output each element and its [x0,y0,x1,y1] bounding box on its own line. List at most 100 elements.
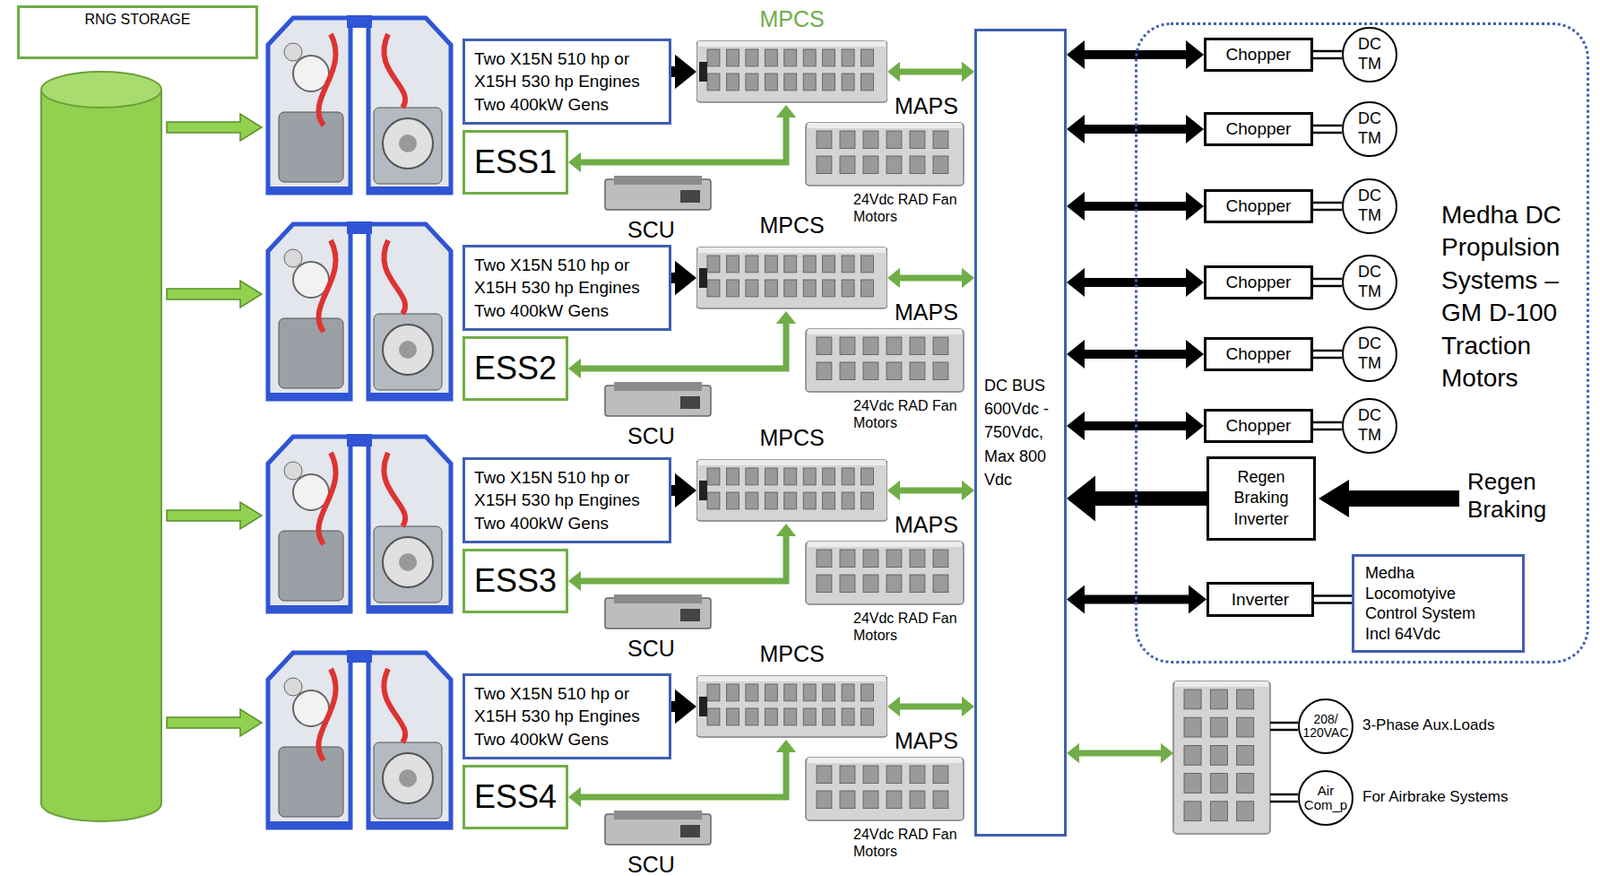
connector [1313,125,1342,133]
enclosure-cap [346,15,372,28]
device-module [1210,717,1228,737]
enclosure-foot [368,392,451,400]
power-arrow [899,275,962,282]
bus-arrow [671,66,675,78]
node-text: DC BUS 600Vdc - 750Vdc, Max 800 Vdc [984,373,1057,491]
device-top [807,122,962,129]
device-module [1210,689,1228,710]
device-module [726,49,739,67]
device-module [861,708,874,726]
double-wire [1313,349,1342,353]
node-text: ESS2 [474,349,557,388]
device-module [863,574,879,593]
device-module [1210,744,1228,765]
cylinder-side [160,89,163,804]
enclosure-foot [268,392,351,400]
hose [318,240,336,332]
device-module [803,708,816,726]
mpcs-unit: MPCS [696,38,888,105]
node-text: Chopper [1226,344,1292,364]
double-wire [1313,50,1342,53]
engine-box: Two X15N 510 hp or X15H 530 hp Engines T… [462,673,672,760]
scu-device [605,381,711,416]
device-module [841,279,855,297]
node-text: 208/ 120VAC [1300,712,1351,741]
device-module [1236,689,1255,710]
device-module [841,708,855,726]
generator-block [373,742,442,819]
cylinder-body [41,89,162,804]
device-module [863,362,879,381]
device-module [1184,689,1202,710]
rad-fan-device [805,757,964,821]
generator-block [373,313,442,390]
device-module [764,683,778,701]
device-module [841,255,855,273]
enclosure-foot [368,186,451,194]
enclosure-panel [368,436,451,612]
device-module [803,683,816,701]
node-text: ESS1 [474,143,557,182]
device-module [863,790,879,809]
device-module [822,683,836,701]
load-circle: 208/ 120VAC [1297,698,1354,754]
regen-input-arrow [1318,479,1460,518]
enclosure-panel [268,436,351,612]
device-module [861,683,874,701]
connector [671,490,675,492]
connector [899,277,962,279]
engine-box: Two X15N 510 hp or X15H 530 hp Engines T… [462,457,672,544]
part-label: 24Vdc RAD Fan Motors [853,609,963,644]
generator-block [373,107,442,184]
enclosure-panel [268,652,351,828]
double-wire [1313,57,1342,61]
mpcs-unit: MPCS [696,673,888,740]
node-text: Chopper [1226,119,1292,139]
device-module [909,574,926,593]
node-text: Two X15N 510 hp or X15H 530 hp Engines T… [474,682,660,752]
device-module [816,790,832,809]
device-module [861,279,874,297]
device-module [1210,773,1228,794]
connector [1313,51,1342,59]
device-module [726,279,739,297]
double-wire [1313,356,1342,360]
device-module [726,73,739,91]
mpcs-drawing [696,41,888,103]
device-module [909,155,926,174]
device-module [816,765,832,784]
hose [318,668,336,761]
connector [1313,350,1342,358]
connector [1313,422,1342,430]
device-module [707,467,720,485]
device-module [822,73,836,91]
storage-label-box: RNG STORAGE [17,5,259,60]
device-top [698,41,886,47]
inverter-box: Inverter [1206,581,1315,617]
generator-face [382,752,433,804]
device-module [784,279,797,297]
device-module [886,549,902,568]
node-text: Two X15N 510 hp or X15H 530 hp Engines T… [474,253,660,323]
device-module [822,708,836,726]
power-arrow [899,69,962,76]
aux-load-wire [1270,722,1298,730]
generator-block [373,526,442,603]
device-module [861,492,874,510]
device-module [841,73,855,91]
device-module [933,155,949,174]
part-label: SCU [627,850,675,876]
chopper-box: Chopper [1203,408,1314,443]
part-label: 24Vdc RAD Fan Motors [853,397,963,432]
double-wire [1314,601,1352,605]
device-module [784,73,797,91]
device-module [886,574,902,593]
mpcs-device [696,673,888,740]
device-connector [699,480,708,501]
device-module [861,49,874,67]
device-module [745,492,759,510]
ess-box: ESS2 [462,336,569,401]
device-port [680,824,701,838]
connector [899,490,962,492]
